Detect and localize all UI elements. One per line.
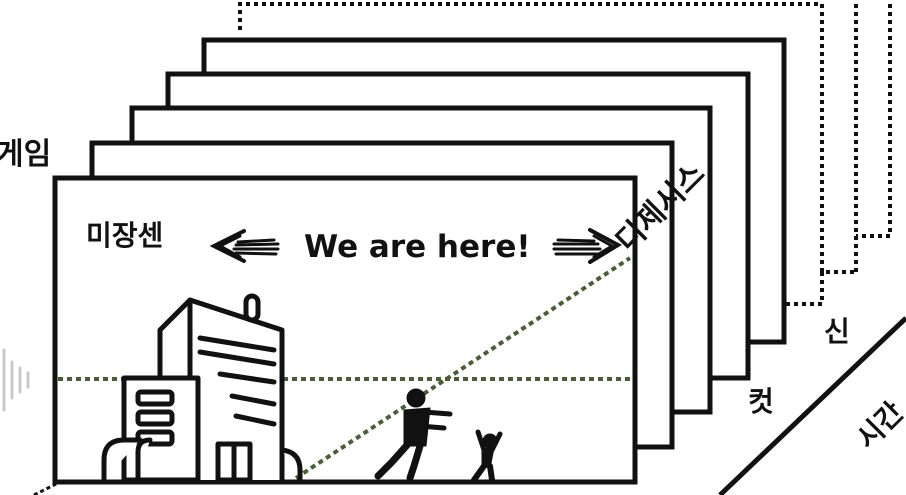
label-scene: 신 bbox=[824, 315, 850, 348]
label-cut: 컷 bbox=[748, 385, 774, 418]
label-left-cut: 게임 bbox=[0, 137, 52, 172]
audio-wave-icon bbox=[2, 348, 30, 412]
diagonal-line bbox=[294, 256, 632, 480]
label-mise-en-scene: 미장센 bbox=[86, 219, 164, 252]
dotted-frames-back bbox=[238, 2, 892, 306]
left-cut-dash bbox=[33, 482, 57, 495]
time-axis bbox=[718, 316, 906, 495]
person-icon bbox=[471, 429, 503, 483]
zombie-icon bbox=[374, 388, 453, 482]
left-arrow-icon bbox=[209, 229, 280, 263]
building-icon bbox=[101, 293, 303, 483]
right-arrow-icon bbox=[552, 228, 623, 264]
label-we-are-here: We are here! bbox=[304, 229, 531, 265]
